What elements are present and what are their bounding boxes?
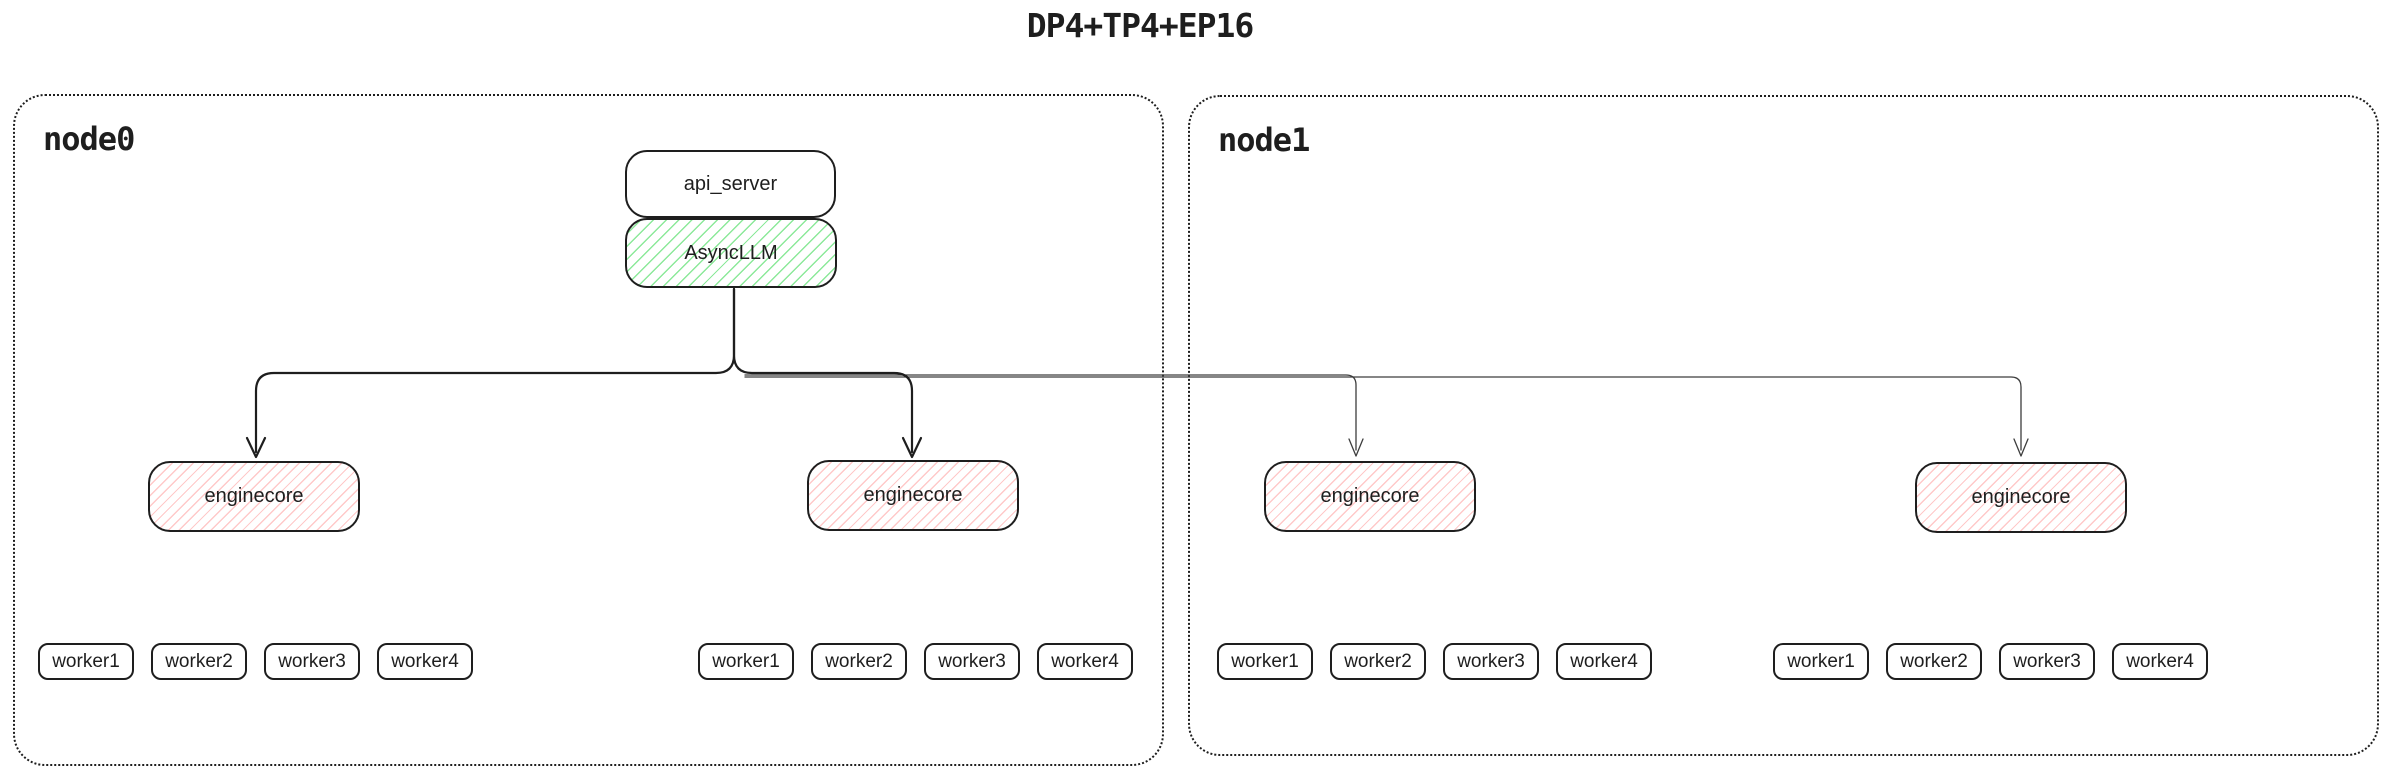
worker-group: worker1 worker2 worker3 worker4: [1217, 643, 1652, 680]
worker-box: worker1: [38, 643, 134, 680]
enginecore-box: enginecore: [148, 461, 360, 532]
worker-label: worker1: [1787, 650, 1855, 672]
worker-box: worker4: [2112, 643, 2208, 680]
worker-box: worker4: [1037, 643, 1133, 680]
worker-label: worker2: [825, 650, 893, 672]
worker-box: worker4: [1556, 643, 1652, 680]
worker-label: worker3: [278, 650, 346, 672]
worker-label: worker4: [1570, 650, 1638, 672]
api-server-box: api_server: [625, 150, 836, 218]
worker-box: worker1: [1217, 643, 1313, 680]
enginecore-box: enginecore: [807, 460, 1019, 531]
enginecore-label: enginecore: [863, 484, 963, 506]
worker-group: worker1 worker2 worker3 worker4: [38, 643, 473, 680]
node1-label: node1: [1218, 121, 1310, 159]
asyncllm-label: AsyncLLM: [684, 241, 778, 264]
worker-label: worker2: [165, 650, 233, 672]
worker-box: worker2: [1886, 643, 1982, 680]
worker-label: worker4: [2126, 650, 2194, 672]
worker-box: worker3: [1999, 643, 2095, 680]
worker-label: worker3: [938, 650, 1006, 672]
worker-label: worker1: [52, 650, 120, 672]
worker-box: worker3: [264, 643, 360, 680]
api-server-label: api_server: [683, 172, 778, 195]
enginecore-label: enginecore: [1971, 486, 2071, 508]
asyncllm-box: AsyncLLM: [625, 218, 837, 288]
worker-box: worker2: [811, 643, 907, 680]
worker-box: worker1: [1773, 643, 1869, 680]
worker-group: worker1 worker2 worker3 worker4: [698, 643, 1133, 680]
worker-label: worker1: [1231, 650, 1299, 672]
worker-label: worker3: [2013, 650, 2081, 672]
worker-label: worker4: [1051, 650, 1119, 672]
worker-box: worker3: [924, 643, 1020, 680]
enginecore-box: enginecore: [1915, 462, 2127, 533]
worker-box: worker3: [1443, 643, 1539, 680]
worker-label: worker3: [1457, 650, 1525, 672]
enginecore-label: enginecore: [1320, 485, 1420, 507]
worker-label: worker2: [1900, 650, 1968, 672]
worker-label: worker1: [712, 650, 780, 672]
node0-label: node0: [43, 120, 135, 158]
worker-label: worker2: [1344, 650, 1412, 672]
worker-label: worker4: [391, 650, 459, 672]
enginecore-label: enginecore: [204, 485, 304, 507]
worker-group: worker1 worker2 worker3 worker4: [1773, 643, 2208, 680]
worker-box: worker2: [1330, 643, 1426, 680]
diagram-title: DP4+TP4+EP16: [1026, 6, 1254, 45]
worker-box: worker2: [151, 643, 247, 680]
worker-box: worker1: [698, 643, 794, 680]
enginecore-box: enginecore: [1264, 461, 1476, 532]
worker-box: worker4: [377, 643, 473, 680]
